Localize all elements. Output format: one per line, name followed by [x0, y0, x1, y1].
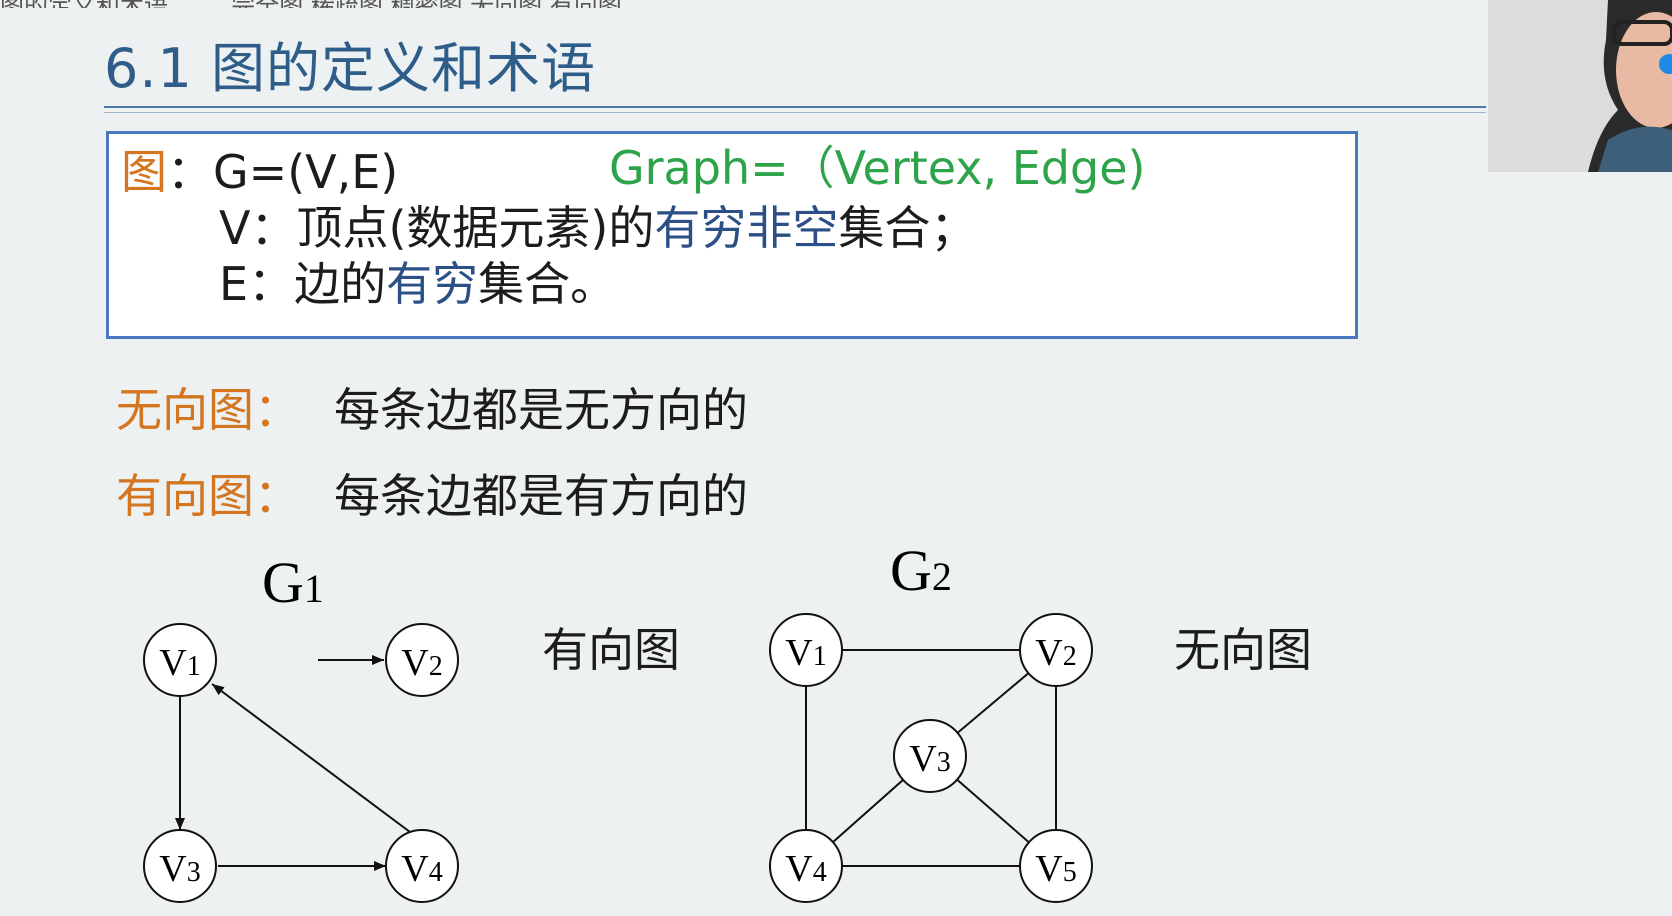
g1-edge-v4-v1 [211, 683, 419, 839]
svg-text:V3: V3 [159, 848, 200, 890]
term-directed-desc: 每条边都是有方向的 [334, 469, 748, 523]
g2-caption: 无向图 [1174, 623, 1312, 677]
svg-text:V4: V4 [785, 848, 826, 890]
edge-suffix: 集合。 [478, 257, 617, 311]
title-divider-thin [104, 112, 1486, 113]
term-directed-colon: ： [254, 469, 300, 523]
definition-line-vertex: V：顶点(数据元素)的有穷非空集合； [219, 192, 976, 258]
g2-node-v3: V3 [893, 719, 967, 793]
g1-caption: 有向图 [542, 623, 680, 677]
vertex-prefix: V：顶点(数据元素)的 [219, 201, 655, 255]
graph-colon: ： [167, 145, 213, 199]
term-undirected: 无向图： [116, 374, 300, 440]
term-undirected-label: 无向图 [116, 383, 254, 437]
g2-node-v4: V4 [769, 829, 843, 903]
graph-formula: G=(V,E) [213, 145, 399, 199]
vertex-highlight: 有穷非空 [654, 201, 839, 255]
g1-node-v1: V1 [143, 623, 217, 697]
term-undirected-desc: 每条边都是无方向的 [334, 383, 748, 437]
edge-prefix: E：边的 [219, 257, 387, 311]
definition-box: 图：G=(V,E) Graph=（Vertex, Edge) V：顶点(数据元素… [106, 131, 1358, 339]
g1-node-v2: V2 [385, 623, 459, 697]
svg-text:V5: V5 [1035, 848, 1076, 890]
g2-node-v2: V2 [1019, 613, 1093, 687]
svg-text:V4: V4 [401, 848, 442, 890]
svg-text:V2: V2 [1035, 632, 1076, 674]
presenter-webcam [1488, 0, 1672, 172]
graph-g1: G1 V1 V2 V3 V4 [143, 550, 459, 903]
g1-title: G1 [262, 550, 324, 615]
term-directed: 有向图： [116, 460, 300, 526]
svg-text:V1: V1 [159, 642, 200, 684]
english-formula: Graph=（Vertex, Edge) [609, 141, 1146, 195]
g2-node-v5: V5 [1019, 829, 1093, 903]
g2-title: G2 [890, 538, 952, 603]
g2-node-v1: V1 [769, 613, 843, 687]
graph-g2: G2 V1 V2 V3 V4 V5 [769, 538, 1093, 903]
vertex-suffix: 集合； [838, 201, 977, 255]
graph-label: 图 [121, 145, 167, 199]
term-directed-label: 有向图 [116, 469, 254, 523]
definition-line-graph: 图：G=(V,E) [121, 136, 398, 202]
svg-text:V2: V2 [401, 642, 442, 684]
edge-highlight: 有穷 [386, 257, 479, 311]
g1-edges [175, 655, 419, 871]
previous-slide-strip: 图的定义和术语 …… 完全图 稀疏图 稠密图 无向图 有向图 [0, 0, 1100, 8]
term-undirected-colon: ： [254, 383, 300, 437]
g1-node-v4: V4 [385, 829, 459, 903]
g1-node-v3: V3 [143, 829, 217, 903]
title-divider [104, 106, 1486, 108]
svg-text:V3: V3 [909, 738, 950, 780]
definition-line-edge: E：边的有穷集合。 [219, 248, 616, 314]
presenter-image [1488, 0, 1672, 172]
svg-text:V1: V1 [785, 632, 826, 674]
slide-title: 6.1 图的定义和术语 [104, 37, 597, 100]
